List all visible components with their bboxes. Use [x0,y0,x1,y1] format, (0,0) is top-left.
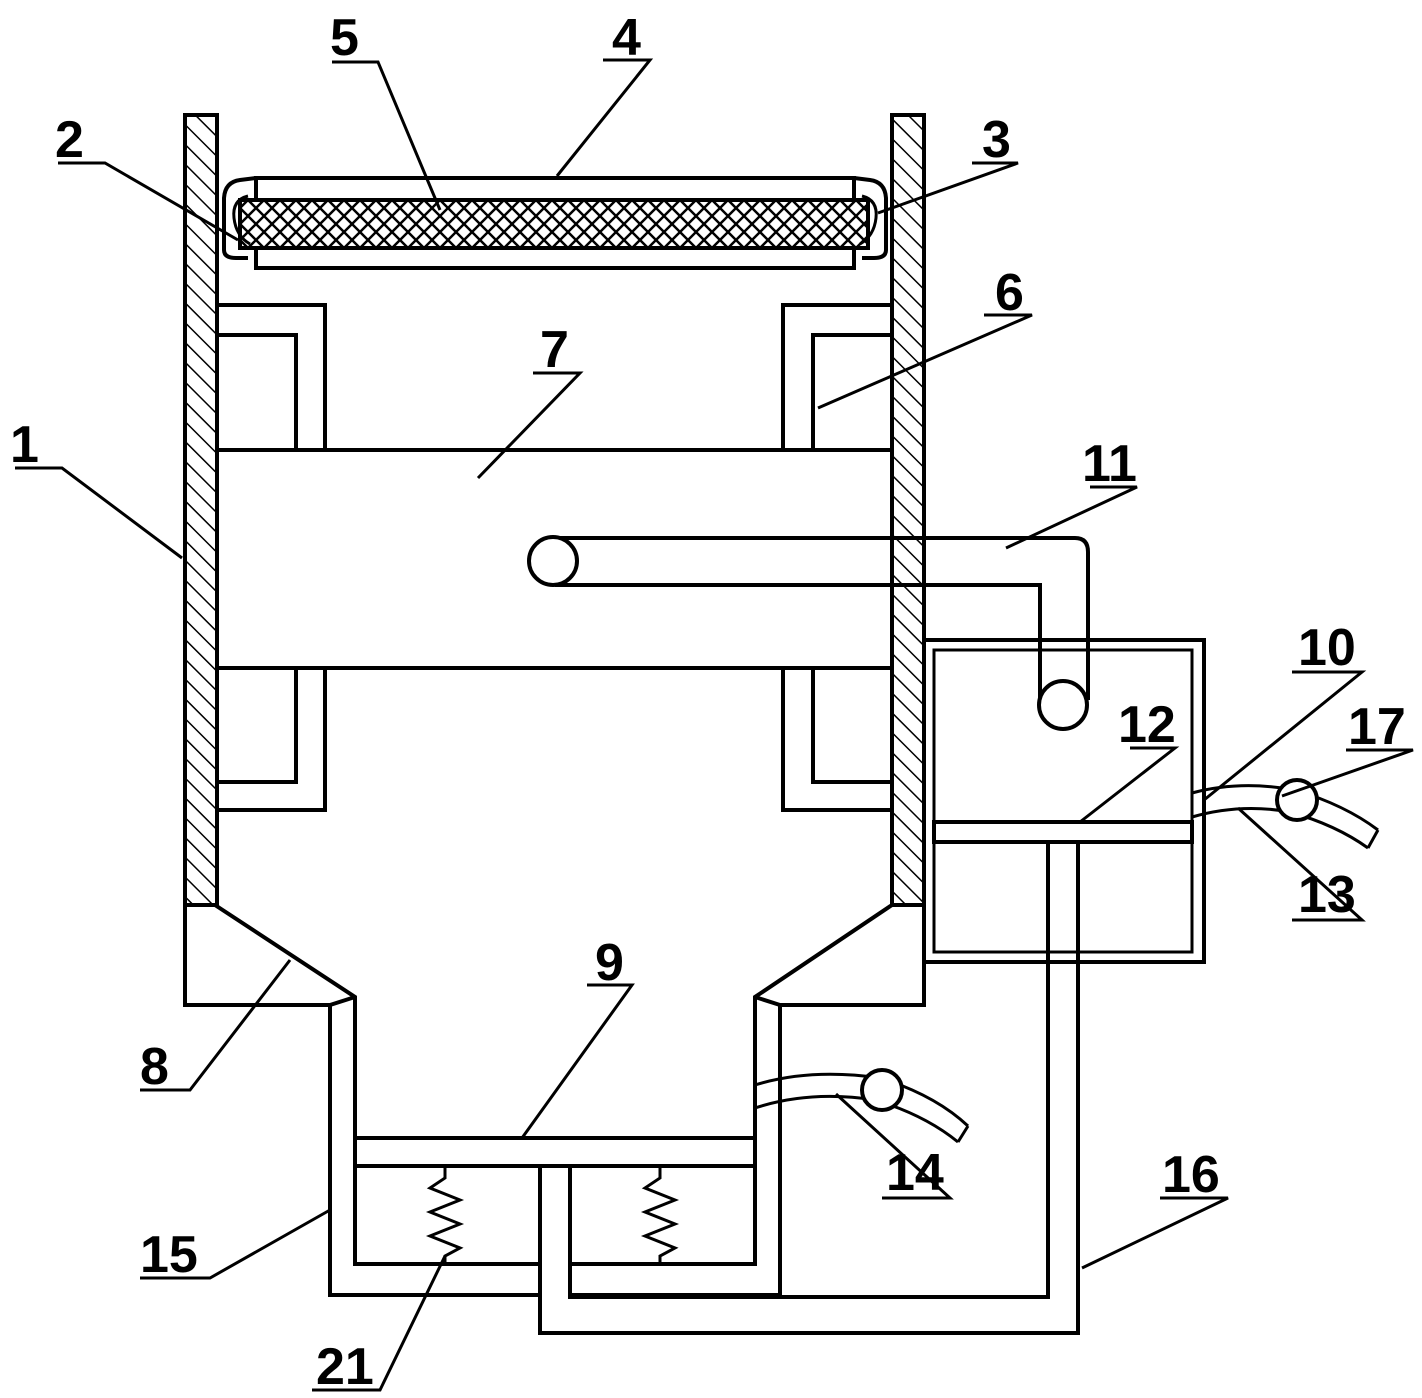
label-16: 16 [1162,1146,1220,1204]
label-7: 7 [540,321,569,379]
label-5: 5 [330,9,359,67]
filter-cover [222,176,888,270]
labels: 1 2 3 4 5 6 7 8 9 10 11 12 13 14 15 16 1… [10,9,1406,1396]
label-14: 14 [886,1144,944,1202]
label-21: 21 [316,1338,374,1396]
label-4: 4 [612,9,641,67]
barrel-walls [183,113,926,907]
funnel-base [183,903,926,1297]
brackets [217,303,892,812]
label-10: 10 [1298,619,1356,677]
air-pipe [527,535,1090,731]
tank-piston [932,820,1194,844]
label-9: 9 [595,934,624,992]
label-6: 6 [995,264,1024,322]
label-8: 8 [140,1038,169,1096]
lower-chamber [353,1166,757,1266]
label-11: 11 [1082,435,1137,493]
leader-lines [15,58,1414,1392]
springs [425,1166,680,1264]
label-1: 1 [10,416,39,474]
upper-outlet-hose [1191,778,1380,850]
lower-piston [353,1136,757,1168]
label-12: 12 [1118,696,1176,754]
label-17: 17 [1348,698,1406,756]
central-block [215,448,894,670]
label-13: 13 [1298,866,1356,924]
side-tank [922,638,1206,964]
label-15: 15 [140,1226,198,1284]
lower-outlet-hose [754,1068,970,1144]
connecting-rod [538,842,1080,1335]
label-3: 3 [982,111,1011,169]
label-2: 2 [55,111,84,169]
